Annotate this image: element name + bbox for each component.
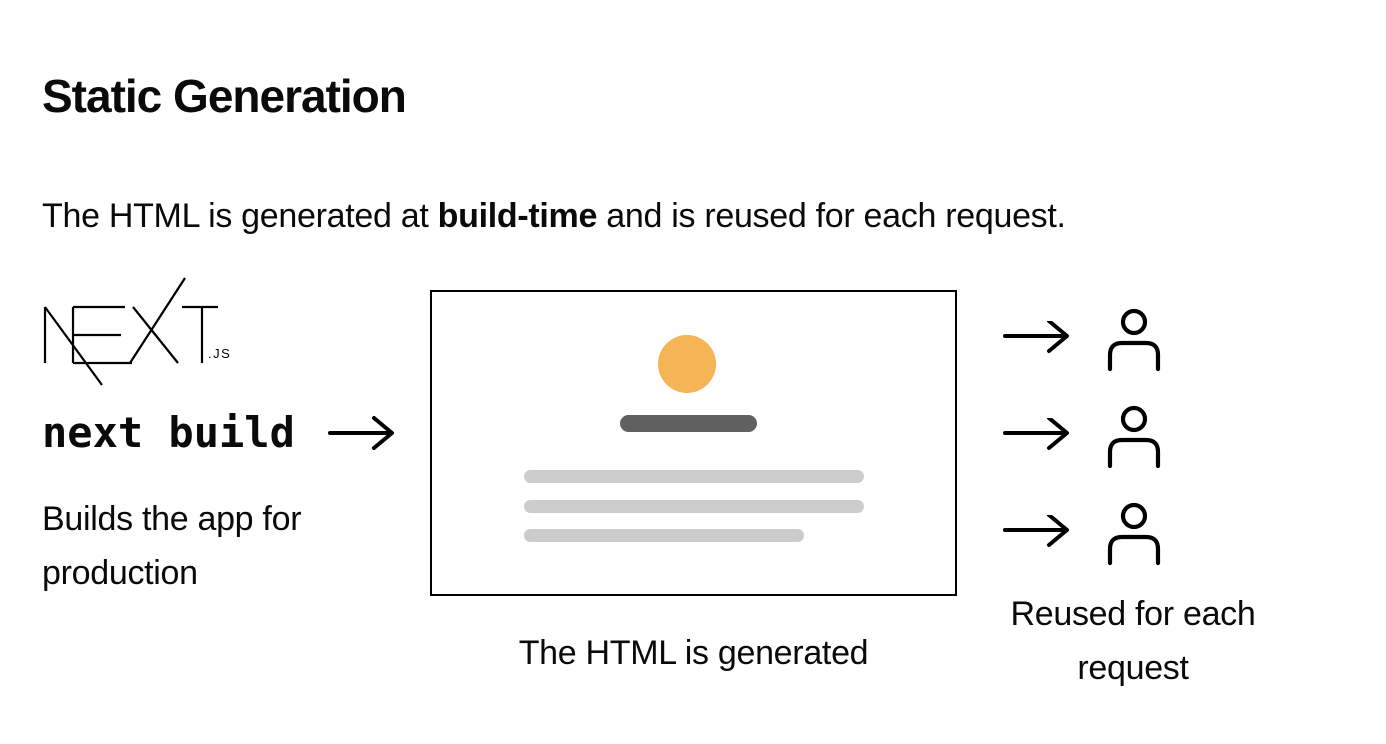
build-time-emphasis: build-time: [437, 197, 598, 235]
request-row: [1003, 306, 1263, 378]
build-caption: Builds the app for production: [42, 500, 302, 592]
user-icon: [1107, 405, 1161, 469]
text-line-placeholder: [524, 500, 864, 513]
intro-text: The HTML is generated at build-time and …: [42, 195, 1066, 237]
nextjs-logo: .JS: [43, 277, 231, 386]
html-page-preview: [430, 290, 957, 596]
user-icon: [1107, 502, 1161, 566]
request-arrow-icon: [1003, 321, 1069, 353]
intro-prefix: The HTML is generated at: [42, 197, 438, 235]
request-row: [1003, 403, 1263, 475]
title-bar-placeholder: [620, 415, 757, 432]
request-arrow-icon: [1003, 418, 1069, 450]
request-row: [1003, 500, 1263, 572]
logo-stroke: [129, 277, 186, 364]
request-arrow-icon: [1003, 515, 1069, 547]
user-icon: [1107, 308, 1161, 372]
intro-suffix: and is reused for each request.: [597, 197, 1066, 235]
build-arrow-icon: [328, 416, 394, 450]
page-caption: The HTML is generated: [518, 634, 869, 672]
text-line-placeholder: [524, 529, 804, 542]
next-build-command: next build: [42, 408, 295, 457]
requests-caption: Reused for each request: [1010, 595, 1256, 687]
avatar-circle-placeholder: [658, 335, 716, 393]
logo-stroke: [132, 306, 179, 364]
page-title: Static Generation: [42, 69, 407, 122]
text-line-placeholder: [524, 470, 864, 483]
logo-js-suffix: .JS: [208, 346, 231, 361]
